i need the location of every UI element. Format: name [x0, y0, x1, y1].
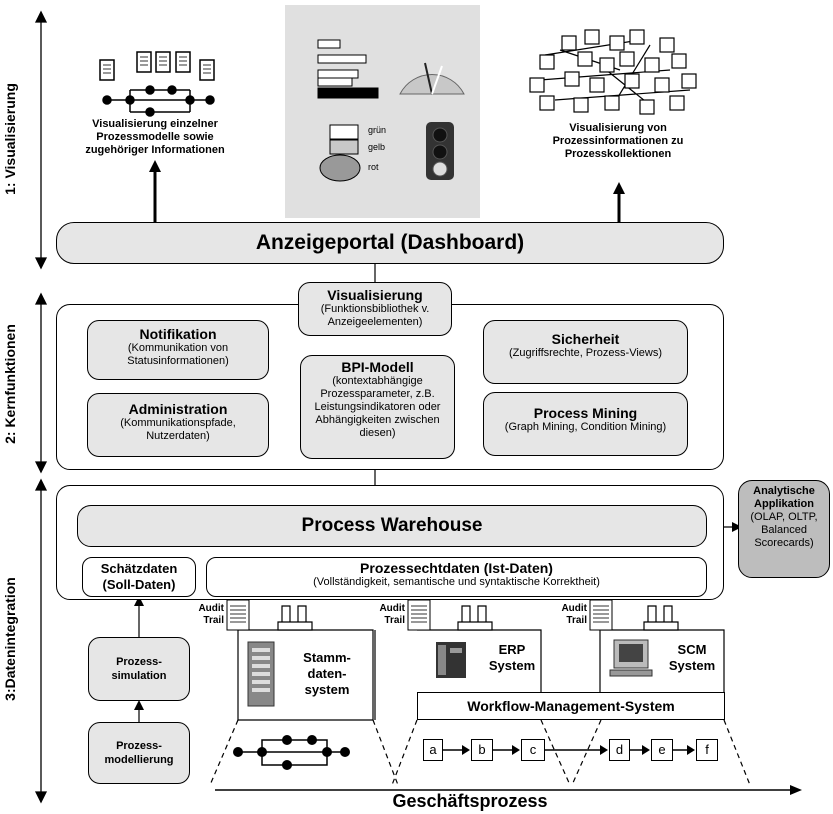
step-b: b	[471, 739, 493, 761]
step-d: d	[609, 739, 630, 761]
process-collection-icon	[529, 29, 697, 115]
gauge-widget	[399, 62, 465, 95]
audit-trail-label-2: Audit Trail	[379, 603, 405, 626]
layer-label-integration: 3:Datenintegration	[2, 577, 18, 701]
dashboard-bar: Anzeigeportal (Dashboard)	[56, 222, 724, 264]
connector-plugs	[277, 605, 679, 631]
traffic-label-rot: rot	[368, 162, 379, 172]
server-icon	[247, 641, 275, 707]
step-a: a	[423, 739, 443, 761]
process-mining-sub: (Graph Mining, Condition Mining)	[504, 421, 667, 433]
sicherheit-box: Sicherheit (Zugriffsrechte, Prozess-View…	[483, 320, 688, 384]
soll-daten-box: Schätzdaten (Soll-Daten)	[82, 557, 196, 597]
erp-machine-icon	[436, 642, 466, 678]
traffic-label-gruen: grün	[368, 125, 387, 135]
sicherheit-title: Sicherheit	[551, 331, 620, 347]
visualisierung-box: Visualisierung (Funktionsbibliothek v. A…	[298, 282, 452, 336]
ist-sub: (Vollständigkeit, semantische und syntak…	[313, 576, 600, 588]
ist-title: Prozessechtdaten (Ist-Daten)	[360, 560, 553, 576]
right-caption: Visualisierung von Prozessinformationen …	[552, 122, 684, 160]
stammdaten-label: Stamm-daten-system	[303, 650, 351, 697]
layer-arrows	[34, 10, 48, 804]
scm-label: SCM System	[668, 642, 716, 673]
administration-title: Administration	[128, 401, 228, 417]
process-mining-box: Process Mining (Graph Mining, Condition …	[483, 392, 688, 456]
audit-trail-label-1: Audit Trail	[198, 603, 224, 626]
computer-icon	[609, 639, 653, 677]
layer-label-visualization: 1: Visualisierung	[2, 83, 18, 195]
analytic-application-box: Analytische Applikation (OLAP, OLTP, Bal…	[738, 480, 830, 578]
thermometer-widget	[319, 124, 361, 182]
process-model-icon	[99, 51, 215, 117]
bar-chart-widget	[317, 39, 379, 99]
prozess-modellierung-box: Prozess-modellierung	[88, 722, 190, 784]
bpi-title: BPI-Modell	[341, 359, 414, 375]
traffic-light-widget	[426, 122, 454, 180]
sicherheit-sub: (Zugriffsrechte, Prozess-Views)	[508, 347, 663, 359]
audit-trail-label-3: Audit Trail	[561, 603, 587, 626]
erp-label: ERP System	[488, 642, 536, 673]
administration-box: Administration (Kommunikationspfade, Nut…	[87, 393, 269, 457]
step-f: f	[696, 739, 718, 761]
notifikation-sub: (Kommunikation von Statusinformationen)	[127, 342, 229, 367]
ist-daten-box: Prozessechtdaten (Ist-Daten) (Vollständi…	[206, 557, 707, 597]
geschaeftsprozess-label: Geschäftsprozess	[392, 791, 548, 811]
bpi-model-box: BPI-Modell (kontextabhängige Prozesspara…	[300, 355, 455, 459]
step-c: c	[521, 739, 545, 761]
prozess-simulation-box: Prozess-simulation	[88, 637, 190, 701]
process-mining-title: Process Mining	[533, 405, 638, 421]
visualisierung-title: Visualisierung	[327, 287, 423, 303]
notifikation-box: Notifikation (Kommunikation von Statusin…	[87, 320, 269, 380]
workflow-management-bar: Workflow-Management-System	[417, 692, 725, 720]
left-caption: Visualisierung einzelner Prozessmodelle …	[85, 118, 225, 156]
layer-label-core: 2: Kernfunktionen	[2, 324, 18, 444]
administration-sub: (Kommunikationspfade, Nutzerdaten)	[120, 417, 236, 442]
traffic-label-gelb: gelb	[368, 142, 386, 152]
step-e: e	[651, 739, 673, 761]
analytic-sub: (OLAP, OLTP, Balanced Scorecards)	[750, 511, 818, 549]
analytic-title: Analytische Applikation	[753, 485, 815, 510]
audit-trail-icons	[226, 599, 613, 631]
bpi-sub: (kontextabhängige Prozessparameter, z.B.…	[314, 375, 441, 439]
process-warehouse-bar: Process Warehouse	[77, 505, 707, 547]
visualisierung-sub: (Funktionsbibliothek v. Anzeigeelementen…	[320, 303, 430, 328]
notifikation-title: Notifikation	[139, 326, 217, 342]
